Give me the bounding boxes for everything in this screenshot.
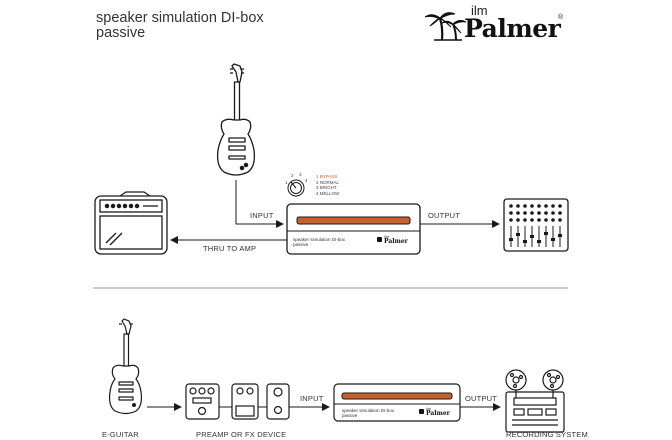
page-title: speaker simulation DI-box	[96, 10, 264, 26]
dial-number-3: 3	[299, 172, 302, 177]
guitar-amp-icon	[94, 191, 168, 255]
mixing-console-icon	[503, 198, 569, 252]
dial-number-2: 2	[291, 173, 294, 178]
di-box-device	[333, 383, 461, 422]
electric-guitar-icon	[216, 63, 256, 176]
guitar-to-input-line	[235, 180, 284, 228]
reel-to-reel-recorder-icon	[505, 369, 565, 433]
dial-number-1: 1	[285, 180, 288, 185]
device-brand-name: Palmer	[426, 410, 450, 417]
device-text-line1: speaker simulation DI-box	[293, 237, 346, 242]
guitar-label: E-GUITAR	[102, 430, 139, 439]
mode-selector-knob[interactable]	[287, 179, 305, 197]
input-label: INPUT	[250, 211, 274, 220]
recording-label: RECORDING SYSTEM	[506, 430, 588, 439]
device-text-line1: speaker simulation DI-box	[342, 408, 395, 413]
output-label: OUTPUT	[428, 211, 461, 220]
device-text-line2: passive	[342, 413, 358, 418]
bottom-input-label: INPUT	[300, 394, 324, 403]
mode-option: 2 NORMAL	[316, 179, 340, 185]
effects-pedal-icon	[185, 383, 220, 420]
device-brand-prefix: ilm	[426, 406, 432, 411]
brand-name: Palmer	[464, 14, 561, 43]
electric-guitar-icon	[108, 318, 143, 415]
brand-prefix: ilm	[471, 3, 488, 18]
bottom-output-label: OUTPUT	[465, 394, 498, 403]
page-subtitle: passive	[96, 25, 146, 41]
device-brand-name: Palmer	[384, 238, 408, 245]
preamp-label: PREAMP OR FX DEVICE	[196, 430, 287, 439]
thru-label: THRU TO AMP	[203, 244, 257, 253]
device-logo-icon	[377, 237, 382, 242]
effects-pedal-icon	[231, 383, 259, 420]
mode-option: 3 BRIGHT	[316, 185, 337, 190]
registered-mark: ®	[558, 14, 564, 21]
device-text-line2: passive	[293, 242, 309, 247]
device-logo-icon	[419, 409, 424, 414]
device-brand-prefix: ilm	[384, 234, 390, 239]
mode-options-list: 1 BYPASS 2 NORMAL 3 BRIGHT 4 MELLOW	[316, 174, 339, 196]
dial-number-4: 4	[305, 178, 308, 183]
di-box-device	[286, 203, 421, 255]
effects-pedal-icon	[266, 383, 290, 420]
mode-option: 4 MELLOW	[316, 190, 340, 196]
mode-option: 1 BYPASS	[316, 174, 338, 179]
